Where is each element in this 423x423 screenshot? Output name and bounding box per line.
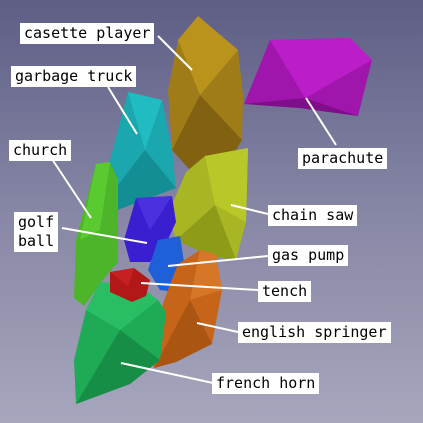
leader-tench — [140, 282, 259, 291]
leader-lines — [51, 35, 337, 384]
label-church: church — [9, 140, 72, 161]
shape-casette-player — [168, 16, 243, 170]
shape-tench — [110, 268, 150, 302]
label-chain-saw: chain saw — [268, 205, 358, 226]
label-casette-player: casette player — [20, 23, 155, 44]
label-golf-ball: golf ball — [14, 212, 59, 252]
shape-parachute — [244, 38, 372, 116]
shape-chain-saw — [168, 148, 248, 260]
label-golf-ball-line2: ball — [18, 232, 55, 250]
label-golf-ball-line1: golf — [18, 213, 55, 231]
leader-parachute — [305, 97, 337, 146]
leader-casette-player — [157, 35, 193, 71]
leader-church — [51, 158, 92, 219]
label-garbage-truck: garbage truck — [11, 66, 137, 87]
leader-gas-pump — [167, 255, 269, 267]
label-tench: tench — [258, 281, 312, 302]
label-english-springer: english springer — [238, 322, 391, 343]
leader-chain-saw — [230, 204, 269, 215]
label-parachute: parachute — [298, 148, 388, 169]
leader-garbage-truck — [107, 86, 138, 135]
leader-french-horn — [120, 362, 214, 384]
label-gas-pump: gas pump — [268, 245, 349, 266]
leader-golf-ball — [61, 227, 148, 244]
leader-english-springer — [196, 322, 239, 333]
label-french-horn: french horn — [212, 373, 320, 394]
